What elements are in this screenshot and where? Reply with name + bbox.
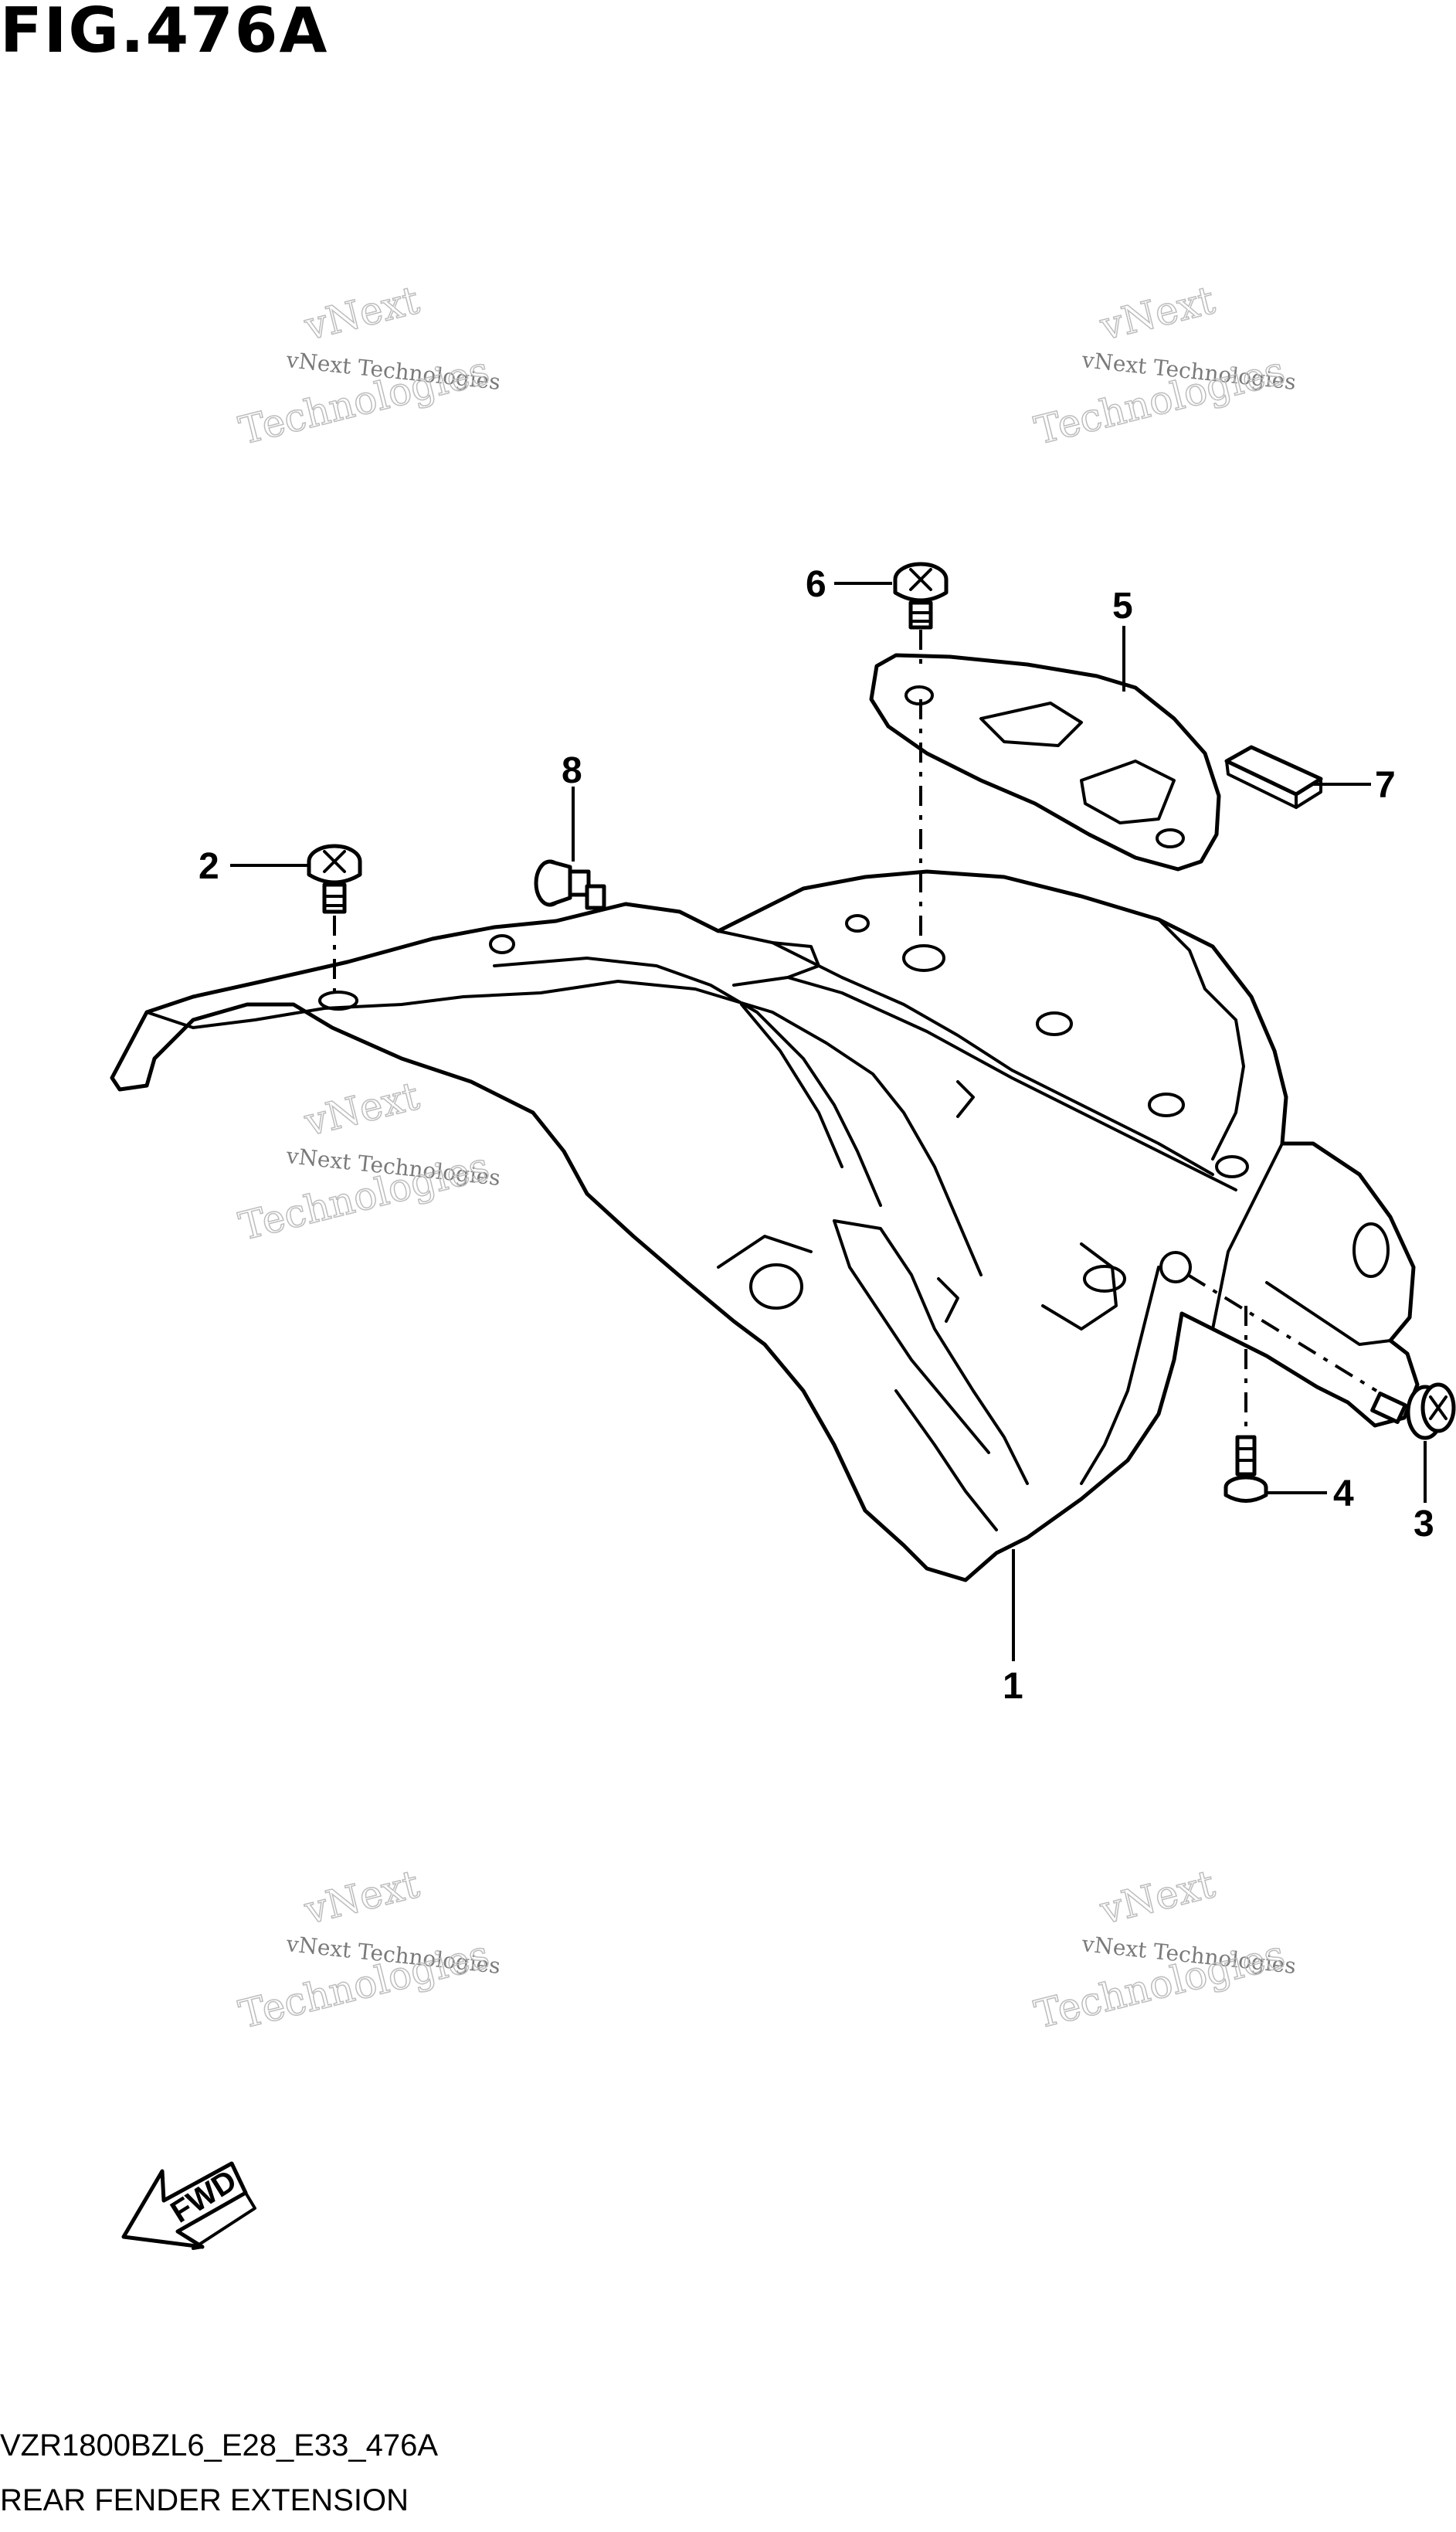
svg-text:vNext: vNext: [300, 277, 423, 349]
callout-8: 8: [562, 750, 582, 791]
part-1-rear-fender-extension: [110, 869, 1420, 1582]
svg-text:vNext: vNext: [300, 1073, 423, 1145]
callout-7: 7: [1375, 765, 1396, 806]
watermark-bottom-left: vNext vNext Technologies Technologies: [234, 1861, 501, 2037]
watermark-mid-left: vNext vNext Technologies Technologies: [234, 1072, 501, 1249]
leader-lines: [230, 582, 1427, 1661]
model-code-label: VZR1800BZL6_E28_E33_476A: [0, 2428, 439, 2462]
part-2-bolt: [307, 844, 362, 914]
part-7-pad: [1224, 745, 1323, 809]
part-5-bracket: [869, 653, 1221, 872]
watermark-bottom-right: vNext vNext Technologies Technologies: [1030, 1861, 1297, 2037]
callout-1: 1: [1003, 1666, 1023, 1707]
svg-text:vNext: vNext: [1095, 277, 1219, 349]
part-name-label: REAR FENDER EXTENSION: [0, 2483, 409, 2517]
callout-3: 3: [1414, 1504, 1434, 1545]
callout-4: 4: [1333, 1473, 1354, 1514]
callout-6: 6: [806, 564, 826, 605]
svg-text:vNext: vNext: [1095, 1861, 1219, 1933]
part-4-bolt: [1224, 1435, 1268, 1503]
watermark-top-right: vNext vNext Technologies Technologies: [1030, 277, 1297, 454]
svg-text:vNext: vNext: [300, 1861, 423, 1933]
callout-5: 5: [1112, 586, 1133, 627]
watermark-top-left: vNext vNext Technologies Technologies: [234, 277, 501, 454]
callout-2: 2: [199, 846, 219, 887]
part-8-grommet: [534, 859, 606, 910]
part-3-bolt: [1370, 1382, 1456, 1440]
figure-title: FIG.476A: [0, 0, 329, 66]
part-6-bolt: [893, 562, 949, 630]
fwd-arrow-badge: FWD: [121, 2161, 256, 2250]
